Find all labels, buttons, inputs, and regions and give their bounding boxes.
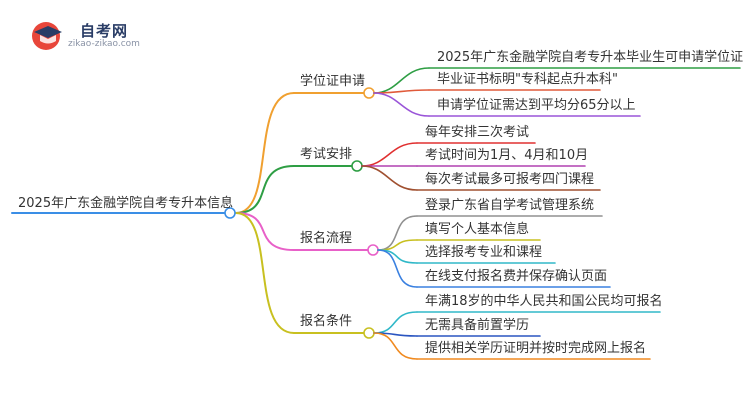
- branch-connector-2: [235, 165, 295, 214]
- branch-node-4[interactable]: 报名条件: [300, 314, 353, 329]
- leaf-node-1-2[interactable]: 毕业证书标明"专科起点升本科": [437, 72, 618, 87]
- leaf-connector-2-3: [361, 165, 418, 191]
- leaf-node-3-3[interactable]: 选择报考专业和课程: [425, 245, 543, 260]
- leaf-connector-3-4: [377, 249, 418, 288]
- branch-node-1[interactable]: 学位证申请: [300, 74, 366, 89]
- leaf-connector-4-1: [373, 311, 418, 334]
- leaf-node-3-2[interactable]: 填写个人基本信息: [425, 222, 530, 237]
- branch-toggle-2[interactable]: [351, 160, 363, 172]
- branch-node-3[interactable]: 报名流程: [300, 231, 353, 246]
- leaf-node-4-1[interactable]: 年满18岁的中华人民共和国公民均可报名: [425, 294, 663, 309]
- leaf-node-3-4[interactable]: 在线支付报名费并保存确认页面: [425, 269, 608, 284]
- root-toggle[interactable]: [224, 207, 236, 219]
- leaf-node-4-3[interactable]: 提供相关学历证明并按时完成网上报名: [425, 341, 647, 356]
- leaf-node-1-3[interactable]: 申请学位证需达到平均分65分以上: [437, 98, 636, 113]
- leaf-node-1-1[interactable]: 2025年广东金融学院自考专升本毕业生可申请学位证: [437, 50, 744, 65]
- leaf-node-2-1[interactable]: 每年安排三次考试: [425, 125, 530, 140]
- leaf-node-4-2[interactable]: 无需具备前置学历: [425, 318, 530, 333]
- leaf-connector-2-1: [361, 142, 418, 167]
- leaf-connector-4-3: [373, 332, 418, 360]
- branch-toggle-4[interactable]: [363, 327, 375, 339]
- leaf-connector-1-1: [373, 67, 430, 94]
- leaf-node-3-1[interactable]: 登录广东省自学考试管理系统: [425, 198, 595, 213]
- leaf-node-2-3[interactable]: 每次考试最多可报考四门课程: [425, 172, 595, 187]
- branch-connector-1: [235, 92, 295, 214]
- logo-url: zikao-zikao.com: [68, 39, 140, 49]
- graduation-cap-icon: [32, 22, 62, 50]
- branch-connector-3: [235, 212, 295, 251]
- branch-node-2[interactable]: 考试安排: [300, 147, 353, 162]
- site-logo[interactable]: 自考网 zikao-zikao.com: [30, 18, 150, 52]
- leaf-connector-1-3: [373, 92, 430, 117]
- branch-toggle-1[interactable]: [363, 87, 375, 99]
- leaf-connector-3-3: [377, 249, 418, 264]
- branch-toggle-3[interactable]: [367, 244, 379, 256]
- branch-connector-4: [235, 212, 295, 334]
- leaf-node-2-2[interactable]: 考试时间为1月、4月和10月: [425, 148, 589, 163]
- root-node[interactable]: 2025年广东金融学院自考专升本信息: [18, 196, 234, 211]
- logo-title: 自考网: [80, 22, 129, 40]
